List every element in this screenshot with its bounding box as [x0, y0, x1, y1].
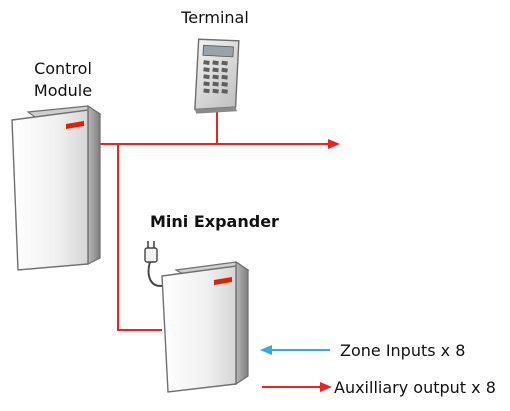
control-module-label-line2: Module: [33, 81, 93, 100]
control-module-label: Control Module: [18, 58, 108, 102]
zone-inputs-arrow: [260, 345, 330, 355]
mini-expander-label: Mini Expander: [150, 212, 279, 231]
terminal-label: Terminal: [181, 8, 249, 27]
auxiliary-output-label: Auxilliary output x 8: [334, 378, 496, 397]
zone-inputs-label: Zone Inputs x 8: [340, 341, 466, 360]
bus-arrow-head: [328, 139, 340, 149]
expander-feed-line: [117, 144, 162, 331]
control-module-label-line1: Control: [34, 59, 92, 78]
mini-expander-icon: [161, 260, 250, 393]
auxiliary-output-arrow: [262, 382, 332, 392]
keypad-terminal-icon: [194, 38, 240, 114]
power-plug-icon: [144, 241, 167, 287]
control-module-icon: [11, 104, 102, 271]
bus-wiring: [98, 112, 340, 331]
